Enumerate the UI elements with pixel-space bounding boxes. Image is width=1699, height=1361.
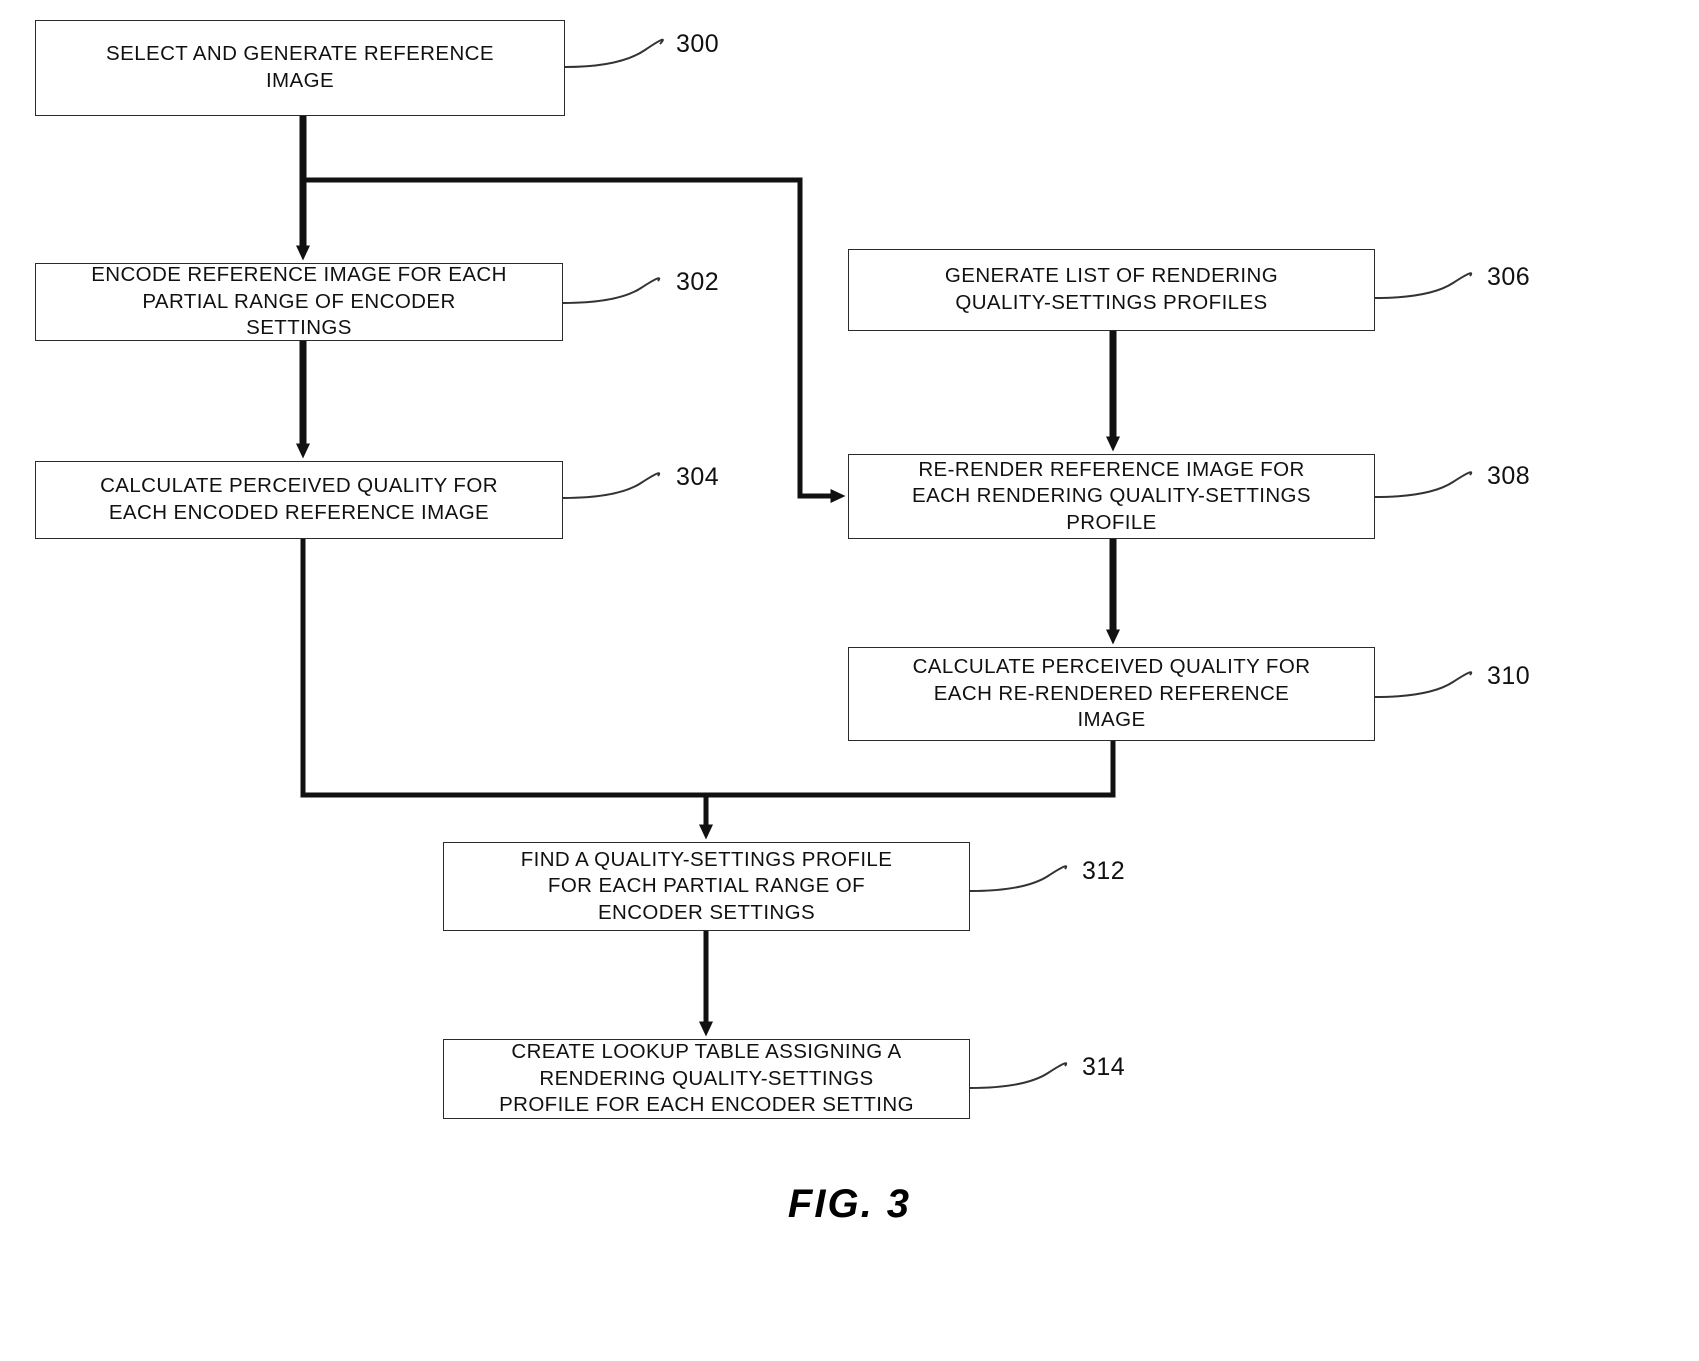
- process-box-308[interactable]: RE-RENDER REFERENCE IMAGE FOR EACH RENDE…: [848, 454, 1375, 539]
- leader-line-306: [1374, 272, 1473, 299]
- reference-numeral-308: 308: [1487, 462, 1531, 490]
- leader-line-300: [564, 38, 664, 68]
- process-box-310[interactable]: CALCULATE PERCEIVED QUALITY FOR EACH RE-…: [848, 647, 1375, 741]
- leader-line-310: [1374, 671, 1473, 698]
- reference-numeral-302: 302: [676, 268, 720, 296]
- process-box-306-label: GENERATE LIST OF RENDERING QUALITY-SETTI…: [944, 264, 1279, 314]
- reference-numeral-306: 306: [1487, 263, 1531, 291]
- reference-numeral-304: 304: [676, 463, 720, 491]
- connector-310-to-312: [706, 741, 1116, 798]
- process-box-310-label: CALCULATE PERCEIVED QUALITY FOR EACH RE-…: [912, 655, 1311, 732]
- process-box-300-label: SELECT AND GENERATE REFERENCE IMAGE: [106, 42, 494, 92]
- process-box-308-label: RE-RENDER REFERENCE IMAGE FOR EACH RENDE…: [912, 457, 1311, 534]
- process-box-314[interactable]: CREATE LOOKUP TABLE ASSIGNING A RENDERIN…: [443, 1039, 970, 1119]
- process-box-312[interactable]: FIND A QUALITY-SETTINGS PROFILE FOR EACH…: [443, 842, 970, 931]
- process-box-302-label: ENCODE REFERENCE IMAGE FOR EACH PARTIAL …: [91, 263, 507, 340]
- reference-numeral-314: 314: [1082, 1053, 1126, 1081]
- leader-line-314: [969, 1062, 1068, 1089]
- leader-line-312: [969, 865, 1068, 892]
- leader-line-304: [562, 472, 661, 499]
- connector-304-to-312: [300, 539, 706, 798]
- process-box-300[interactable]: SELECT AND GENERATE REFERENCE IMAGE: [35, 20, 565, 116]
- process-box-304[interactable]: CALCULATE PERCEIVED QUALITY FOR EACH ENC…: [35, 461, 563, 539]
- figure-caption: FIG. 3: [787, 1182, 912, 1226]
- process-box-312-label: FIND A QUALITY-SETTINGS PROFILE FOR EACH…: [520, 847, 893, 924]
- reference-numeral-300: 300: [676, 30, 720, 58]
- reference-numeral-312: 312: [1082, 857, 1126, 885]
- process-box-304-label: CALCULATE PERCEIVED QUALITY FOR EACH ENC…: [100, 474, 498, 524]
- leader-line-308: [1374, 471, 1473, 498]
- leader-line-302: [562, 277, 661, 304]
- process-box-314-label: CREATE LOOKUP TABLE ASSIGNING A RENDERIN…: [499, 1040, 914, 1117]
- reference-numeral-310: 310: [1487, 662, 1531, 690]
- process-box-306[interactable]: GENERATE LIST OF RENDERING QUALITY-SETTI…: [848, 249, 1375, 331]
- process-box-302[interactable]: ENCODE REFERENCE IMAGE FOR EACH PARTIAL …: [35, 263, 563, 341]
